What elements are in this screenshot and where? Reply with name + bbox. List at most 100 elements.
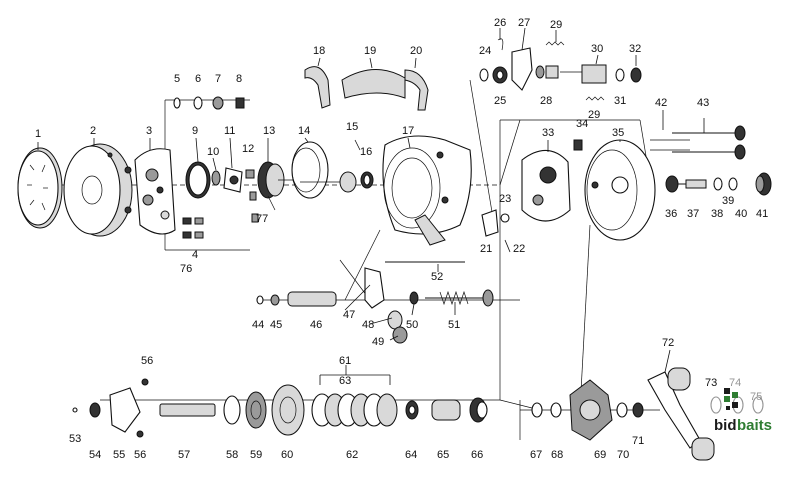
label-25: 25 [494, 95, 506, 107]
parts-53-56 [72, 378, 149, 438]
parts-18-20-thumb-bar [304, 66, 429, 111]
label-45: 45 [270, 319, 282, 331]
parts-44-46 [256, 291, 337, 307]
label-23: 23 [499, 193, 511, 205]
label-21: 21 [480, 243, 492, 255]
label-54: 54 [89, 449, 101, 461]
label-31: 31 [614, 95, 626, 107]
label-10: 10 [207, 146, 219, 158]
parts-10-12 [211, 167, 259, 223]
label-59: 59 [250, 449, 262, 461]
label-56b: 56 [134, 449, 146, 461]
label-15: 15 [346, 121, 358, 133]
parts-64-66 [405, 397, 488, 423]
label-44: 44 [252, 319, 264, 331]
label-51: 51 [448, 319, 460, 331]
label-60: 60 [281, 449, 293, 461]
label-28: 28 [540, 95, 552, 107]
label-55: 55 [113, 449, 125, 461]
parts-51-52 [385, 261, 494, 307]
label-38: 38 [711, 208, 723, 220]
label-42: 42 [655, 97, 667, 109]
label-74: 74 [729, 377, 741, 389]
label-4: 4 [192, 249, 198, 261]
label-52: 52 [431, 271, 443, 283]
label-69: 69 [594, 449, 606, 461]
label-66: 66 [471, 449, 483, 461]
label-1: 1 [35, 128, 41, 140]
parts-24-32-level-wind [479, 38, 642, 101]
label-76: 76 [180, 263, 192, 275]
label-12: 12 [242, 143, 254, 155]
label-56: 56 [141, 355, 153, 367]
label-20: 20 [410, 45, 422, 57]
label-29: 29 [550, 19, 562, 31]
part-35-handle-cover [584, 139, 656, 241]
label-47: 47 [343, 309, 355, 321]
label-77: 77 [256, 213, 268, 225]
parts-36-41-handle-shaft [665, 172, 772, 196]
label-70: 70 [617, 449, 629, 461]
label-48: 48 [362, 319, 374, 331]
label-34: 34 [576, 118, 588, 130]
label-2: 2 [90, 125, 96, 137]
label-39: 39 [722, 195, 734, 207]
parts-21-23 [481, 209, 511, 253]
label-58: 58 [226, 449, 238, 461]
logo-text-bid: bid [714, 417, 737, 434]
label-62: 62 [346, 449, 358, 461]
parts-61-63-drag-washers [311, 374, 398, 427]
part-2-side-cover [63, 143, 133, 237]
part-3-frame-plate [134, 148, 176, 235]
label-5: 5 [174, 73, 180, 85]
label-50: 50 [406, 319, 418, 331]
part-77-pin [267, 195, 276, 211]
label-24: 24 [479, 45, 491, 57]
label-13: 13 [263, 125, 275, 137]
label-35: 35 [612, 127, 624, 139]
label-9: 9 [192, 125, 198, 137]
label-75: 75 [750, 391, 762, 403]
label-6: 6 [195, 73, 201, 85]
bidbaits-logo: bid baits [714, 388, 772, 434]
leader-lines [37, 27, 671, 375]
label-41: 41 [756, 208, 768, 220]
label-19: 19 [364, 45, 376, 57]
label-63: 63 [339, 375, 351, 387]
label-27: 27 [518, 17, 530, 29]
parts-58-60-gears [223, 384, 305, 436]
part-57-shaft [159, 403, 216, 417]
label-71: 71 [632, 435, 644, 447]
part-1-side-plate [17, 147, 63, 229]
label-67: 67 [530, 449, 542, 461]
bidbaits-mark-icon [724, 388, 738, 410]
label-33: 33 [542, 127, 554, 139]
label-36: 36 [665, 208, 677, 220]
label-61: 61 [339, 355, 351, 367]
logo-text-baits: baits [737, 417, 772, 434]
part-14-housing [291, 141, 357, 199]
label-29b: 29 [588, 109, 600, 121]
label-73: 73 [705, 377, 717, 389]
part-17-main-frame [382, 135, 472, 246]
label-57: 57 [178, 449, 190, 461]
label-26: 26 [494, 17, 506, 29]
label-7: 7 [215, 73, 221, 85]
label-32: 32 [629, 43, 641, 55]
label-43: 43 [697, 97, 709, 109]
label-11: 11 [224, 125, 235, 137]
part-13-gear [257, 161, 300, 199]
label-72: 72 [662, 337, 674, 349]
label-14: 14 [298, 125, 310, 137]
label-18: 18 [313, 45, 325, 57]
label-46: 46 [310, 319, 322, 331]
part-72-handle [647, 367, 715, 461]
parts-15-16 [354, 139, 374, 189]
part-9-ring [185, 161, 211, 199]
part-labels: 1 2 3 4 5 6 7 8 9 10 11 12 13 14 15 16 1… [35, 17, 768, 461]
screws-4-76 [182, 217, 204, 239]
parts-47-50 [364, 267, 419, 344]
label-40: 40 [735, 208, 747, 220]
label-30: 30 [591, 43, 603, 55]
